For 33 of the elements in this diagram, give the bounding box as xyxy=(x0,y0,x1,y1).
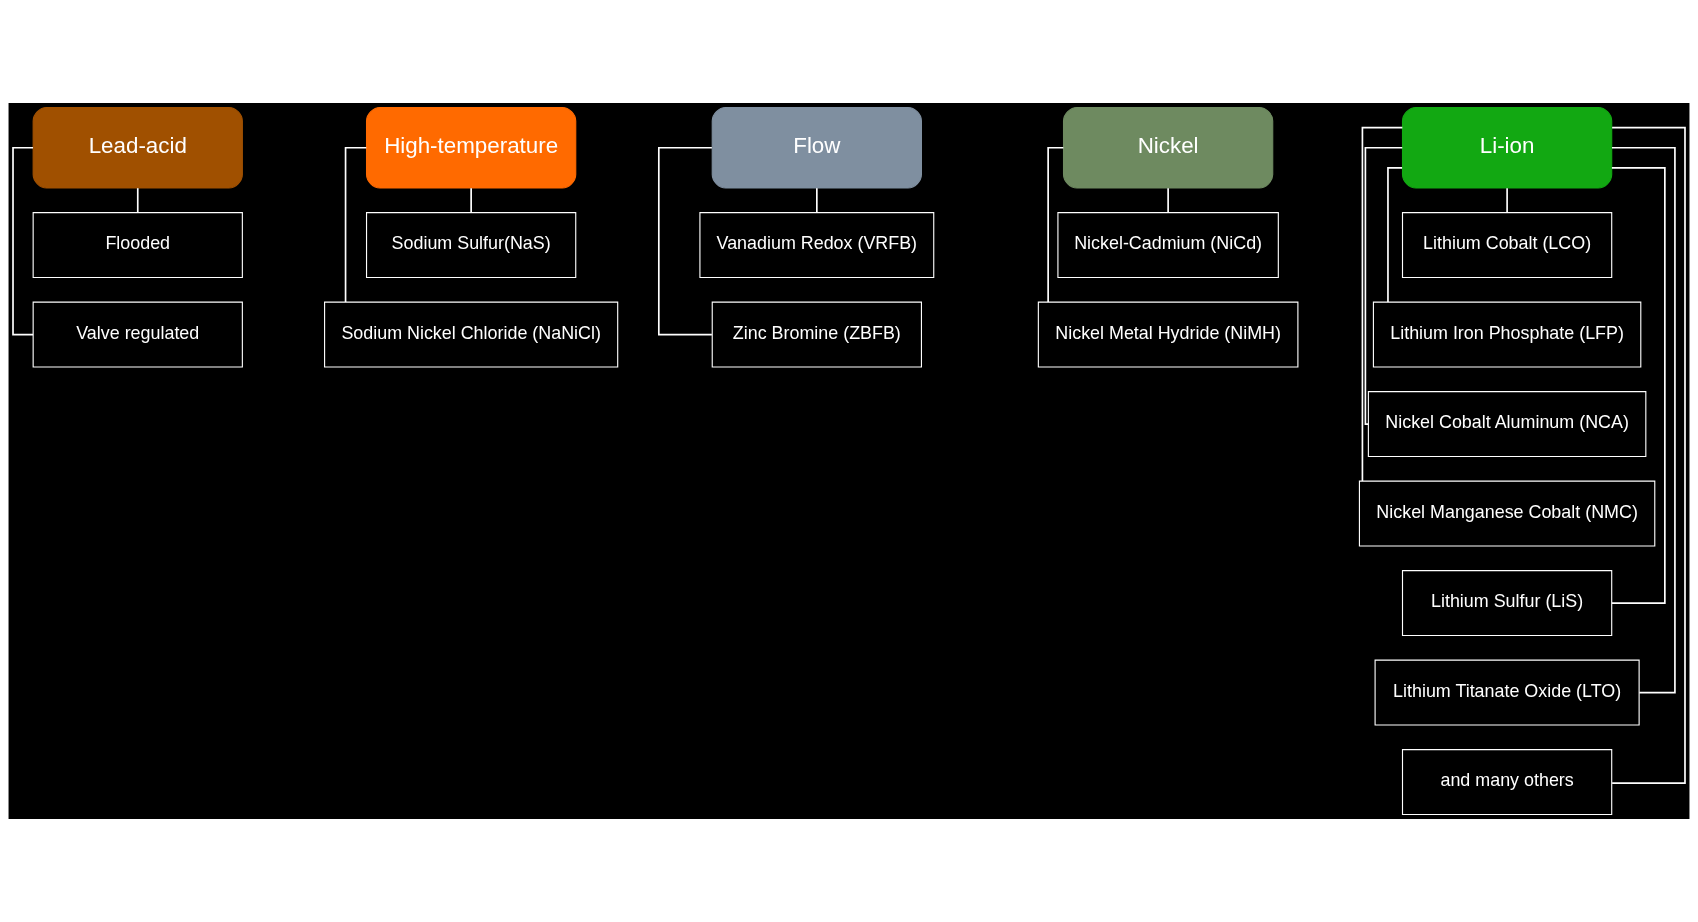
connector xyxy=(1611,146,1676,694)
node-box: Nickel-Cadmium (NiCd) xyxy=(1057,212,1279,279)
node-box: Zinc Bromine (ZBFB) xyxy=(711,301,922,368)
connector xyxy=(1611,167,1666,604)
node-box: Li-ion xyxy=(1401,106,1613,189)
node-box: Lithium Sulfur (LiS) xyxy=(1401,570,1613,637)
connector xyxy=(1506,187,1508,214)
node-box: Nickel xyxy=(1062,106,1274,189)
node-box: Vanadium Redox (VRFB) xyxy=(699,212,935,279)
node-box: Sodium Nickel Chloride (NaNiCl) xyxy=(324,301,619,368)
connector xyxy=(1047,146,1065,303)
node-box: Flooded xyxy=(32,212,243,279)
node-box: Lithium Titanate Oxide (LTO) xyxy=(1374,659,1640,726)
node-box: Lithium Iron Phosphate (LFP) xyxy=(1372,301,1642,368)
node-box: Sodium Sulfur(NaS) xyxy=(366,212,577,279)
connector xyxy=(470,187,472,214)
node-box: Nickel Metal Hydride (NiMH) xyxy=(1037,301,1299,368)
connector xyxy=(1364,146,1404,425)
connector xyxy=(1361,126,1404,482)
node-box: Lead-acid xyxy=(32,106,243,189)
node-box: Valve regulated xyxy=(32,301,243,368)
node-box: Lithium Cobalt (LCO) xyxy=(1401,212,1613,279)
node-box: and many others xyxy=(1401,749,1613,816)
connector xyxy=(1611,126,1686,785)
node-box: High-temperature xyxy=(366,106,577,189)
node-box: Nickel Cobalt Aluminum (NCA) xyxy=(1367,391,1647,458)
connector xyxy=(136,187,139,214)
connector xyxy=(657,146,713,336)
connector xyxy=(1167,187,1169,214)
connector xyxy=(1387,167,1403,303)
node-box: Nickel Manganese Cobalt (NMC) xyxy=(1358,480,1656,547)
connector xyxy=(816,187,818,214)
node-box: Flow xyxy=(711,106,922,189)
